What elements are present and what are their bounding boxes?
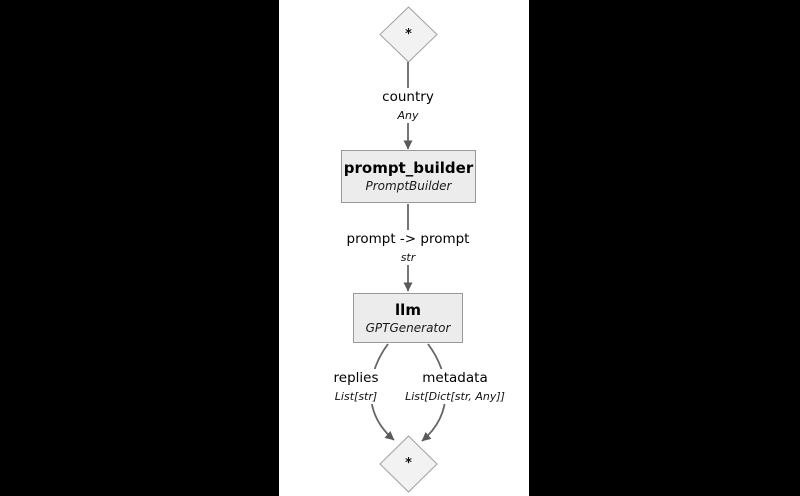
edge-label-replies-name: replies	[333, 370, 379, 386]
node-prompt-builder-title: prompt_builder	[343, 159, 474, 178]
edge-label-country: country Any	[379, 88, 437, 124]
node-prompt-builder: prompt_builder PromptBuilder	[341, 150, 476, 203]
edge-label-country-type: Any	[397, 108, 419, 122]
node-prompt-builder-class: PromptBuilder	[365, 179, 452, 194]
diagram-edges-layer	[370, 6, 447, 493]
node-llm: llm GPTGenerator	[353, 293, 463, 343]
edge-label-metadata: metadata List[Dict[str, Any]]	[402, 369, 508, 405]
edge-label-replies-type: List[str]	[334, 389, 378, 403]
input-node-diamond	[379, 6, 438, 63]
edge-label-country-name: country	[382, 89, 434, 105]
edge-label-metadata-name: metadata	[422, 370, 488, 386]
edge-label-prompt: prompt -> prompt str	[343, 230, 473, 266]
pipeline-diagram-canvas: * * prompt_builder PromptBuilder llm GPT…	[279, 0, 529, 496]
node-llm-title: llm	[395, 300, 421, 319]
edge-label-metadata-type: List[Dict[str, Any]]	[405, 389, 505, 403]
edge-label-prompt-name: prompt -> prompt	[346, 231, 470, 247]
node-llm-class: GPTGenerator	[365, 320, 451, 335]
edge-label-replies: replies List[str]	[330, 369, 382, 405]
edge-label-prompt-type: str	[400, 250, 416, 264]
output-node-diamond	[379, 435, 438, 493]
